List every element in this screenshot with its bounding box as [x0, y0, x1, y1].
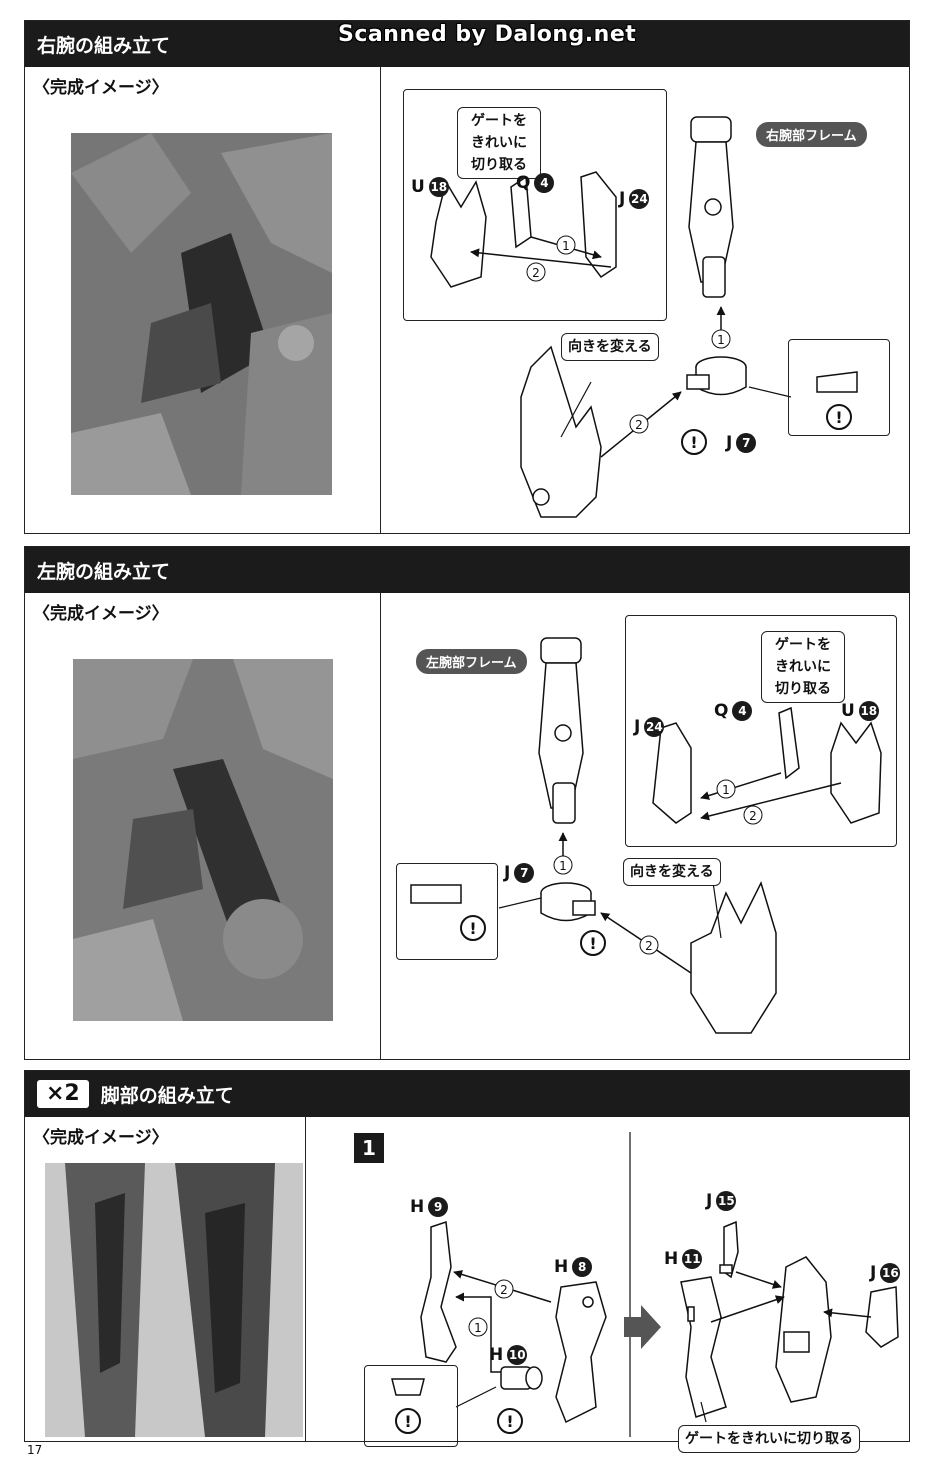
- svg-text:2: 2: [635, 418, 643, 432]
- diagram-panel: 2 1 1 2 !: [381, 67, 909, 533]
- gate-note: ゲートを きれいに 切り取る: [761, 631, 845, 703]
- warning-exclamation-icon: !: [395, 1408, 421, 1434]
- inset-box: [625, 615, 897, 847]
- warning-exclamation-icon: !: [826, 404, 852, 430]
- warning-exclamation-icon: !: [460, 915, 486, 941]
- image-label: 〈完成イメージ〉: [33, 1128, 169, 1148]
- collar-part: [540, 882, 596, 922]
- arm-frame-part: [688, 116, 734, 298]
- leg-part-h10: [500, 1366, 543, 1390]
- arrow-right-icon: [624, 1305, 661, 1349]
- left-arm-section: 左腕の組み立て 〈完成イメージ〉: [24, 546, 910, 1060]
- legs-section: ×2 脚部の組み立て 〈完成イメージ〉 1: [24, 1070, 910, 1453]
- warning-exclamation-icon: !: [580, 930, 606, 956]
- photo-art: [45, 1163, 303, 1437]
- section-header: 左腕の組み立て: [25, 547, 909, 593]
- collar-part: [686, 356, 747, 396]
- finished-image-photo: [45, 1163, 303, 1437]
- arm-frame-part: [538, 637, 584, 824]
- svg-text:1: 1: [722, 783, 730, 797]
- frame-label: 右腕部フレーム: [756, 122, 867, 147]
- detail-box: [396, 863, 498, 960]
- svg-text:!: !: [835, 408, 842, 427]
- detail-box: [788, 339, 890, 436]
- svg-text:!: !: [404, 1412, 411, 1431]
- photo-art: [73, 659, 333, 1021]
- svg-text:1: 1: [717, 333, 725, 347]
- frame-label: 左腕部フレーム: [416, 649, 527, 674]
- finished-image-photo: [73, 659, 333, 1021]
- svg-text:!: !: [589, 934, 596, 953]
- svg-text:1: 1: [562, 239, 570, 253]
- image-label: 〈完成イメージ〉: [33, 78, 169, 98]
- image-panel: 〈完成イメージ〉: [25, 1117, 306, 1441]
- page-number: 17: [27, 1443, 43, 1457]
- image-panel: 〈完成イメージ〉: [25, 67, 381, 533]
- detail-box: [364, 1365, 458, 1447]
- warning-exclamation-icon: !: [681, 429, 707, 455]
- leg-part-j15: [719, 1220, 739, 1279]
- watermark: Scanned by Dalong.net: [338, 22, 637, 47]
- turn-note: 向きを変える: [561, 333, 659, 361]
- leg-part-h11: [680, 1276, 727, 1418]
- photo-art: [71, 133, 332, 495]
- inset-box: [403, 89, 667, 321]
- svg-text:2: 2: [532, 266, 540, 280]
- svg-text:!: !: [469, 919, 476, 938]
- section-title: 脚部の組み立て: [100, 1084, 234, 1107]
- leg-part-h9: [420, 1220, 457, 1363]
- section-title: 左腕の組み立て: [37, 560, 171, 583]
- diagram-panel: 1 2 ! !: [381, 593, 909, 1059]
- section-header: 右腕の組み立て: [25, 21, 909, 67]
- right-arm-section: 右腕の組み立て 〈完成イメージ〉: [24, 20, 910, 534]
- svg-text:2: 2: [500, 1283, 508, 1297]
- section-header: ×2 脚部の組み立て: [25, 1071, 909, 1117]
- leg-part-j16: [865, 1286, 899, 1348]
- gate-note: ゲートをきれいに切り取る: [678, 1425, 860, 1453]
- svg-text:!: !: [506, 1412, 513, 1431]
- leg-part-h8: [555, 1281, 607, 1424]
- finished-image-photo: [71, 133, 332, 495]
- diagram-panel: 1 2: [306, 1117, 909, 1453]
- assembly-diagram: 2 1 1 2 !: [430, 116, 858, 518]
- warning-exclamation-icon: !: [497, 1408, 523, 1434]
- assembly-diagram: 2 1 ! !: [391, 1132, 899, 1437]
- svg-text:1: 1: [559, 859, 567, 873]
- forearm-guard-part: [520, 345, 602, 518]
- svg-text:2: 2: [645, 939, 653, 953]
- turn-note: 向きを変える: [623, 858, 721, 886]
- image-panel: 〈完成イメージ〉: [25, 593, 381, 1059]
- svg-text:2: 2: [749, 809, 757, 823]
- svg-text:!: !: [690, 433, 697, 452]
- assembly-diagram: 1 2 ! !: [410, 637, 882, 1034]
- image-label: 〈完成イメージ〉: [33, 604, 169, 624]
- inset-parts: [652, 706, 882, 824]
- forearm-guard-part: [690, 880, 777, 1034]
- svg-text:1: 1: [474, 1321, 482, 1335]
- leg-part-assembled: [775, 1256, 832, 1403]
- multiplier-badge: ×2: [37, 1080, 89, 1108]
- step-number: 1: [354, 1133, 384, 1163]
- section-title: 右腕の組み立て: [37, 34, 171, 57]
- gate-note: ゲートを きれいに 切り取る: [457, 107, 541, 179]
